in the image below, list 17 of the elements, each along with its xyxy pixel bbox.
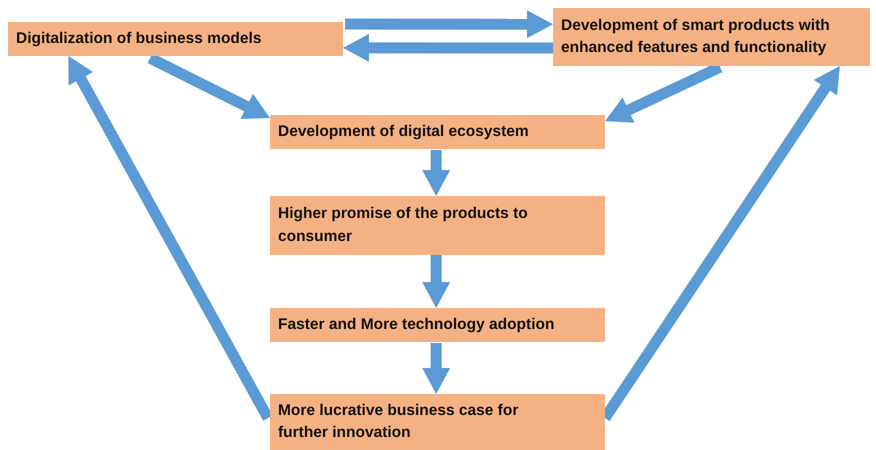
process-box (8, 22, 343, 56)
process-box (270, 308, 605, 342)
block-arrow (345, 10, 553, 38)
process-box (553, 8, 870, 66)
block-arrow (422, 150, 450, 196)
box-label: Higher promise of the products to consumer (278, 204, 529, 246)
process-box (270, 196, 605, 255)
process-box (270, 115, 605, 149)
box-label: Digitalization of business models (16, 28, 262, 49)
block-arrow (422, 343, 450, 394)
box-label: Development of smart products with enhanced features and functionality (561, 16, 831, 58)
box-label: Development of digital ecosystem (278, 122, 530, 142)
block-arrow (422, 255, 450, 308)
block-arrow (343, 34, 553, 62)
process-box (270, 394, 605, 450)
box-label: Faster and More technology adoption (278, 314, 556, 335)
box-label: More lucrative business case for further innovation (278, 400, 520, 443)
